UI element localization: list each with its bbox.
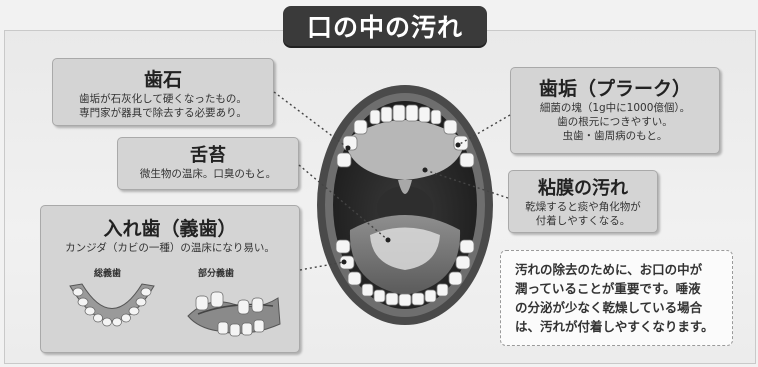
callout-plaque-line2: 歯の根元につきやすい。 bbox=[557, 116, 673, 128]
note-box: 汚れの除去のために、お口の中が 潤っていることが重要です。唾液 の分泌が少なく乾… bbox=[500, 250, 733, 346]
callout-tartar-line2: 専門家が器具で除去する必要あり。 bbox=[79, 107, 247, 119]
full-denture-label: 総義歯 bbox=[94, 269, 122, 279]
callout-tartar-title: 歯石 bbox=[143, 69, 182, 91]
page-title: 口の中の汚れ bbox=[283, 6, 487, 46]
note-line1: 汚れの除去のために、お口の中が bbox=[515, 262, 703, 277]
partial-denture-label: 部分義歯 bbox=[198, 269, 235, 279]
callout-tartar-line1: 歯垢が石灰化して硬くなったもの。 bbox=[79, 93, 247, 105]
partial-denture-icon bbox=[187, 291, 281, 337]
mouth-illustration bbox=[317, 85, 493, 325]
note-line3: の分泌が少なく乾燥している場合 bbox=[515, 300, 703, 315]
callout-tongue-coating-title: 舌苔 bbox=[190, 145, 226, 166]
callout-tongue-coating-line1: 微生物の温床。口臭のもと。 bbox=[139, 168, 277, 180]
callout-mucosa-line2: 付着しやすくなる。 bbox=[535, 215, 631, 227]
callout-plaque-title: 歯垢（プラーク） bbox=[538, 78, 691, 100]
callout-mucosa-title: 粘膜の汚れ bbox=[538, 178, 628, 199]
callout-plaque-line3: 虫歯・歯周病のもと。 bbox=[562, 130, 668, 142]
uvula bbox=[398, 180, 412, 194]
callout-mucosa-line1: 乾燥すると痰や角化物が bbox=[525, 201, 641, 213]
callout-mucosa: 粘膜の汚れ 乾燥すると痰や角化物が 付着しやすくなる。 bbox=[508, 170, 658, 233]
callout-plaque-line1: 細菌の塊（1g中に1000億個）。 bbox=[539, 102, 691, 114]
full-denture-icon bbox=[69, 283, 155, 327]
callout-tartar: 歯石 歯垢が石灰化して硬くなったもの。 専門家が器具で除去する必要あり。 bbox=[52, 58, 274, 126]
note-line4: は、汚れが付着しやすくなります。 bbox=[515, 319, 714, 334]
callout-tongue-coating: 舌苔 微生物の温床。口臭のもと。 bbox=[117, 137, 299, 190]
callout-dentures-line1: カンジダ（カビの一種）の温床になり易い。 bbox=[65, 242, 275, 254]
callout-dentures-title: 入れ歯（義歯） bbox=[103, 218, 237, 240]
note-line2: 潤っていることが重要です。唾液 bbox=[515, 281, 701, 296]
lower-teeth bbox=[335, 239, 475, 307]
callout-plaque: 歯垢（プラーク） 細菌の塊（1g中に1000億個）。 歯の根元につきやすい。 虫… bbox=[510, 67, 720, 154]
